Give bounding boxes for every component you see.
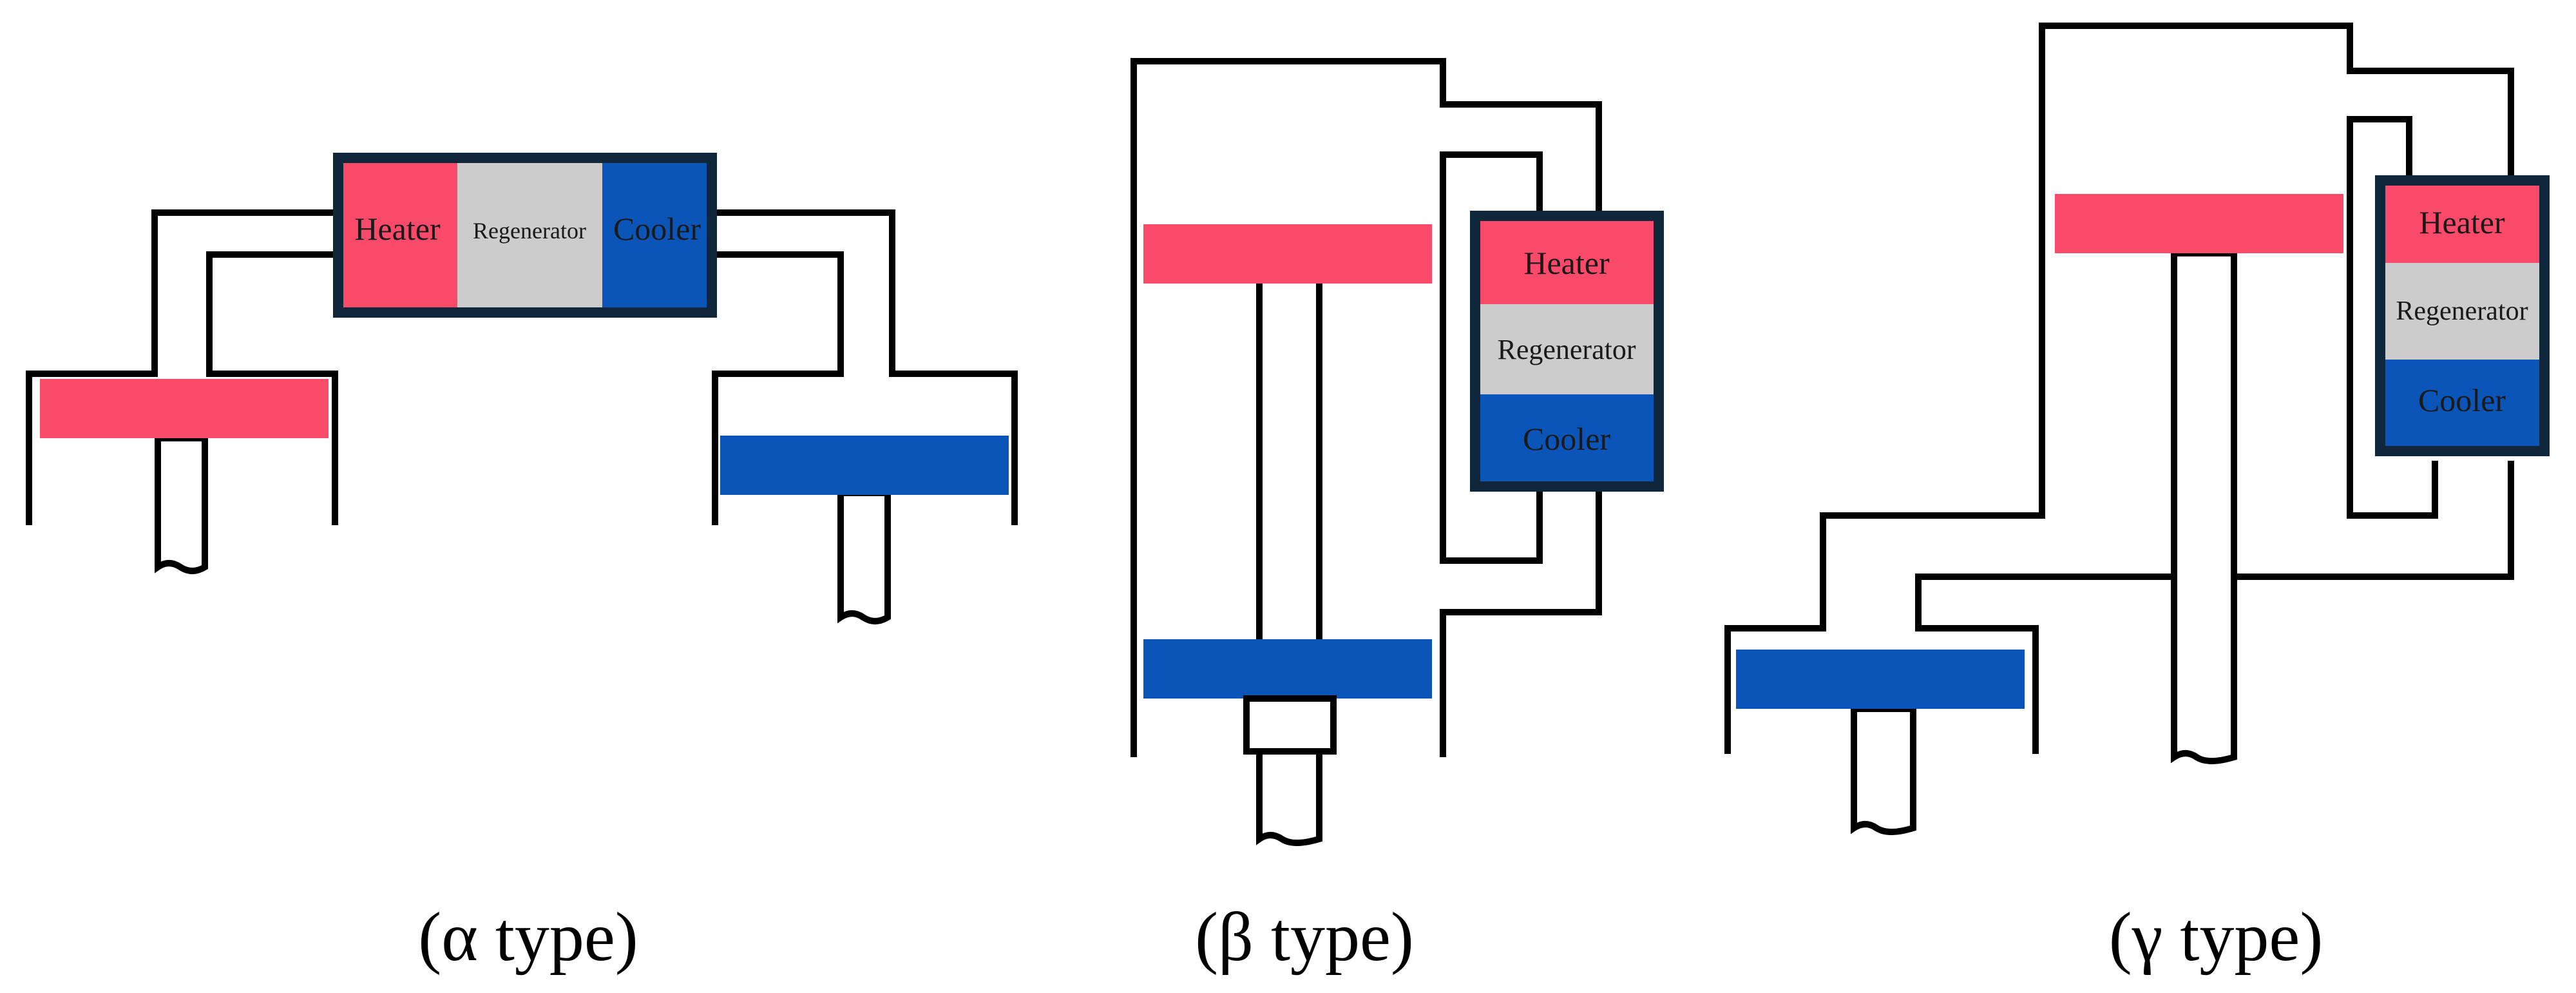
gamma-heat-exchanger-frame — [2375, 175, 2550, 456]
gamma-type-engine: Heater Regenerator Cooler — [1724, 23, 2550, 835]
gamma-heater-block — [2380, 180, 2544, 263]
alpha-cold-piston-rod — [837, 490, 891, 624]
gamma-regenerator-label: Regenerator — [2396, 296, 2528, 326]
gamma-type-caption: (γ type) — [2109, 899, 2323, 976]
gamma-displacer-rod — [2171, 250, 2237, 764]
alpha-hot-piston — [40, 379, 329, 438]
beta-type-caption: (β type) — [1195, 899, 1414, 976]
beta-type-engine: Heater Regenerator Cooler — [1131, 58, 1664, 846]
alpha-heat-exchanger-frame — [333, 153, 717, 318]
beta-heat-exchanger: Heater Regenerator Cooler — [1470, 211, 1664, 492]
beta-power-piston-rod — [1256, 748, 1322, 846]
gamma-cooler-block — [2380, 360, 2544, 451]
alpha-heater-block — [338, 158, 457, 313]
gamma-power-piston-rod — [1851, 706, 1916, 835]
alpha-hot-piston-rod — [155, 435, 208, 574]
alpha-cooler-label: Cooler — [613, 211, 701, 247]
beta-cylinder-right-wall — [1440, 483, 1602, 757]
beta-cylinder-left-wall — [1131, 58, 1602, 757]
alpha-hot-cylinder-right — [206, 251, 341, 525]
beta-regenerator-block — [1475, 304, 1659, 394]
beta-power-piston — [1143, 639, 1432, 699]
gamma-regenerator-block — [2380, 263, 2544, 360]
gamma-heat-exchanger: Heater Regenerator Cooler — [2375, 175, 2550, 456]
alpha-hot-cylinder — [26, 209, 341, 525]
gamma-inner-passage — [2347, 116, 2438, 519]
beta-inner-passage — [1440, 151, 1543, 564]
gamma-displacer — [2055, 194, 2343, 253]
alpha-type-caption: (α type) — [418, 899, 638, 976]
gamma-heater-label: Heater — [2419, 204, 2505, 240]
beta-heater-block — [1475, 216, 1659, 304]
alpha-regenerator-label: Regenerator — [473, 218, 586, 244]
beta-regenerator-label: Regenerator — [1498, 334, 1636, 365]
alpha-cold-piston — [720, 436, 1009, 495]
alpha-cold-cylinder-left — [709, 251, 844, 525]
alpha-heater-label: Heater — [354, 211, 441, 247]
beta-heat-exchanger-frame — [1470, 211, 1664, 492]
gamma-displacer-cylinder-outer — [1724, 23, 2514, 754]
beta-cooler-label: Cooler — [1523, 421, 1610, 457]
alpha-type-engine: Heater Regenerator Cooler — [26, 153, 1018, 624]
beta-heater-label: Heater — [1523, 245, 1610, 281]
beta-cooler-block — [1475, 394, 1659, 487]
alpha-heat-exchanger: Heater Regenerator Cooler — [333, 153, 717, 318]
alpha-cold-cylinder-right — [709, 209, 1018, 525]
beta-rod-housing — [1243, 695, 1337, 755]
beta-displacer — [1143, 224, 1432, 284]
alpha-regenerator-block — [457, 158, 602, 313]
alpha-cooler-block — [602, 158, 712, 313]
gamma-power-piston — [1736, 650, 2025, 709]
gamma-cooler-label: Cooler — [2418, 382, 2506, 418]
